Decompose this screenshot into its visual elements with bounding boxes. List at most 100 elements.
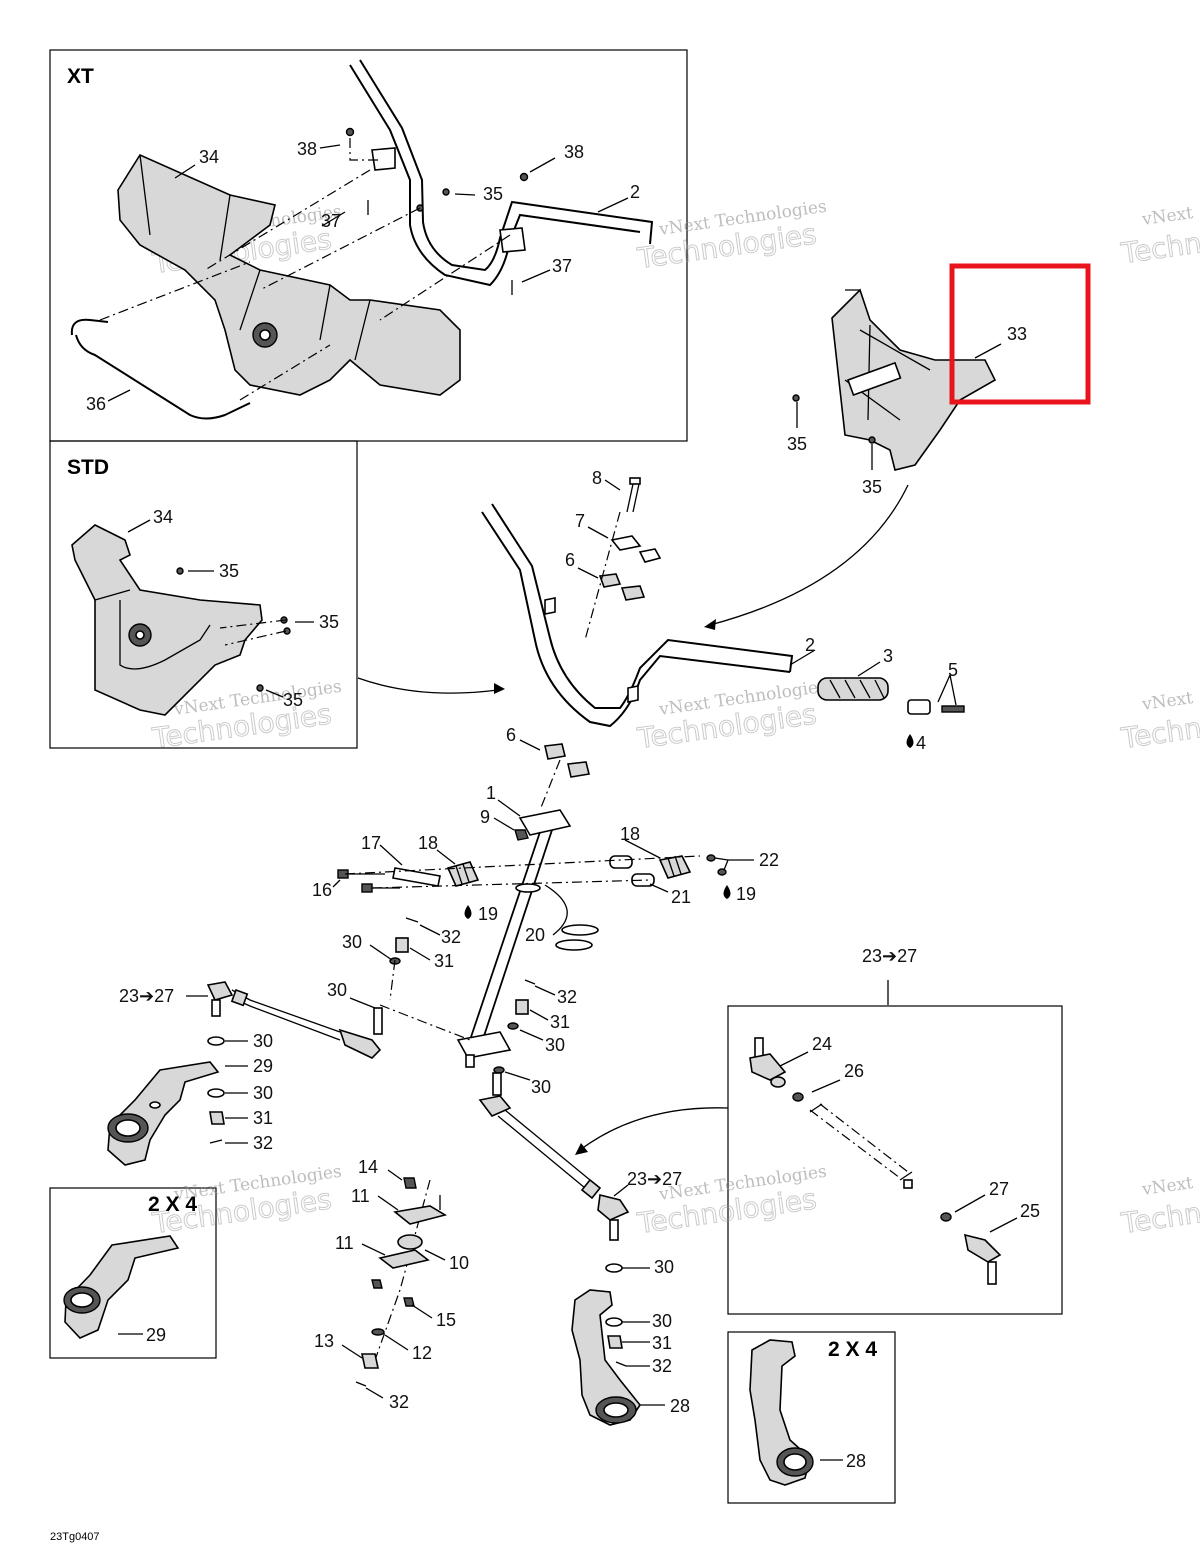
callout-5: 5 — [948, 660, 958, 680]
left-2x4-knuckle — [63, 1235, 180, 1339]
callout-25: 25 — [1020, 1201, 1040, 1221]
callout-7: 7 — [575, 511, 585, 531]
tie-rod-header: 23➔27 — [862, 946, 917, 966]
callout-29: 29 — [146, 1325, 166, 1345]
callout-23-27: 23➔27 — [627, 1169, 682, 1189]
watermark-text: vNext — [1140, 203, 1194, 230]
bearing-halves-18 — [446, 855, 692, 887]
std-frame — [49, 440, 358, 749]
std-title: STD — [67, 456, 109, 479]
callout-38: 38 — [564, 142, 584, 162]
callout-30: 30 — [327, 980, 347, 1000]
arrow-to-handlebar — [709, 484, 909, 626]
arrow-head — [575, 1143, 588, 1155]
callout-31: 31 — [434, 951, 454, 971]
callout-35: 35 — [483, 184, 503, 204]
std-leaders — [127, 519, 314, 698]
callout-34: 34 — [199, 147, 219, 167]
grease-19-right — [723, 885, 731, 899]
callout-21: 21 — [671, 887, 691, 907]
xt-frame — [49, 49, 688, 442]
right-2x4-knuckle — [749, 1339, 843, 1486]
watermark-text: vNext — [1140, 1173, 1194, 1200]
callout-35: 35 — [319, 612, 339, 632]
leader-23-27-right — [613, 1184, 629, 1197]
callout-30: 30 — [253, 1031, 273, 1051]
leader-33 — [974, 343, 1002, 359]
left-knuckle-29 — [107, 1061, 220, 1166]
arrow-tie-rod-detail — [579, 1107, 729, 1151]
grip-end-5 — [907, 699, 965, 715]
arrow-head — [494, 683, 505, 694]
callout-30: 30 — [545, 1035, 565, 1055]
column-axis — [374, 511, 621, 1361]
callout-32: 32 — [253, 1133, 273, 1153]
arrow-head — [704, 619, 716, 630]
right-2x4-frame — [727, 1331, 896, 1504]
callout-20: 20 — [525, 925, 545, 945]
clamp-6-lower — [544, 743, 590, 778]
callout-4: 4 — [916, 733, 926, 753]
bushings-21 — [609, 855, 655, 887]
pitman-fasteners — [379, 917, 536, 1074]
left-knuckle-stack — [207, 1036, 248, 1144]
callout-30: 30 — [342, 932, 362, 952]
callout-28: 28 — [846, 1451, 866, 1471]
handlebar-cover-bracket-33 — [792, 288, 997, 471]
callout-17: 17 — [361, 833, 381, 853]
callout-35: 35 — [862, 477, 882, 497]
right-knuckle-28 — [571, 1289, 641, 1426]
right-tie-rod — [478, 1072, 630, 1241]
xt-leaders — [107, 144, 629, 402]
std-handlebar-cover — [71, 524, 291, 716]
lower-bearing-assembly — [355, 1177, 448, 1387]
callout-19: 19 — [736, 884, 756, 904]
column-leaders — [332, 799, 754, 936]
main-handlebar — [481, 503, 794, 728]
callout-38: 38 — [297, 139, 317, 159]
pitman-leaders — [349, 924, 556, 1081]
shaft-axis — [344, 855, 701, 889]
callout-9: 9 — [480, 807, 490, 827]
callout-6: 6 — [565, 550, 575, 570]
callout-2: 2 — [805, 635, 815, 655]
xt-fasteners — [345, 127, 529, 295]
callout-14: 14 — [358, 1157, 378, 1177]
tie-rod-detail — [749, 1037, 1002, 1285]
callout-1: 1 — [486, 783, 496, 803]
arrow-std-to-bar — [357, 677, 499, 694]
steering-column-1 — [456, 809, 572, 1068]
callout-18: 18 — [418, 833, 438, 853]
callout-labels: 34 38 38 35 2 37 37 36 33 35 35 34 35 35… — [86, 139, 1040, 1471]
washers-22 — [706, 854, 727, 876]
callout-23-27: 23➔27 — [119, 986, 174, 1006]
callout-12: 12 — [412, 1343, 432, 1363]
left-2x4-title: 2 X 4 — [148, 1193, 197, 1216]
callout-37: 37 — [552, 256, 572, 276]
clamp-6-upper — [598, 573, 646, 601]
callout-37: 37 — [321, 211, 341, 231]
callout-30: 30 — [253, 1083, 273, 1103]
xt-dash-lines — [99, 138, 511, 401]
callout-35: 35 — [787, 434, 807, 454]
callout-35: 35 — [219, 561, 239, 581]
callout-31: 31 — [253, 1108, 273, 1128]
callout-30: 30 — [531, 1077, 551, 1097]
callout-24: 24 — [812, 1034, 832, 1054]
callout-28: 28 — [670, 1396, 690, 1416]
callout-15: 15 — [436, 1310, 456, 1330]
callout-22: 22 — [759, 850, 779, 870]
xt-handguard-bar — [70, 318, 251, 420]
callout-31: 31 — [652, 1333, 672, 1353]
callout-13: 13 — [314, 1331, 334, 1351]
callout-30: 30 — [654, 1257, 674, 1277]
callout-27: 27 — [989, 1179, 1009, 1199]
callout-32: 32 — [389, 1392, 409, 1412]
callout-16: 16 — [312, 880, 332, 900]
callout-35: 35 — [283, 690, 303, 710]
callout-31: 31 — [550, 1012, 570, 1032]
highlight-box-33 — [949, 263, 1091, 405]
nut-9 — [514, 829, 529, 841]
callout-18: 18 — [620, 824, 640, 844]
callout-33: 33 — [1007, 324, 1027, 344]
